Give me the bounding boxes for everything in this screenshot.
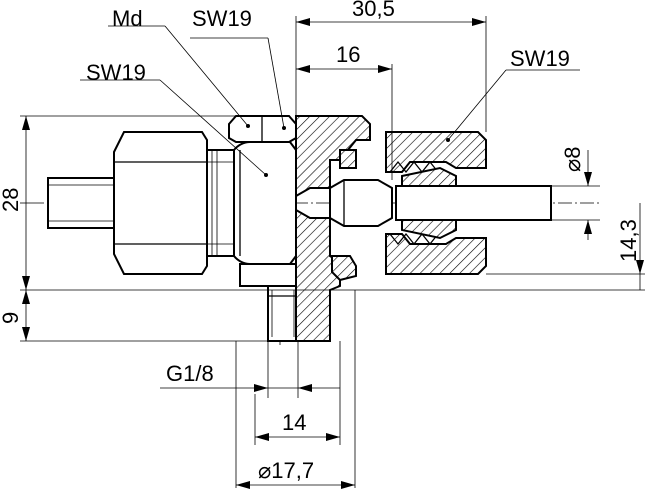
leader-lines: [80, 25, 580, 177]
left-union-nut: [47, 131, 235, 275]
dimension-lines: [22, 18, 644, 489]
label-sw19-right: SW19: [510, 46, 570, 71]
label-g1-8: G1/8: [166, 361, 214, 386]
label-md: Md: [112, 6, 143, 31]
bottom-thread-stub: [267, 285, 299, 342]
label-dia-8: ⌀8: [560, 147, 585, 172]
label-dia-17-7: ⌀17,7: [258, 458, 314, 483]
label-14-3: 14,3: [616, 219, 641, 262]
label-sw19-left: SW19: [86, 60, 146, 85]
label-14: 14: [282, 410, 306, 435]
label-9: 9: [0, 312, 23, 324]
right-union-nut: [385, 131, 552, 275]
central-hex: [228, 115, 297, 287]
dimension-labels: Md SW19 SW19 SW19 30,5 16 28 9 ⌀8 14,3 G…: [0, 0, 641, 483]
label-16: 16: [336, 42, 360, 67]
label-28: 28: [0, 188, 23, 212]
label-30-5: 30,5: [352, 0, 395, 21]
label-sw19-top: SW19: [192, 6, 252, 31]
sectioned-body: [295, 115, 393, 342]
